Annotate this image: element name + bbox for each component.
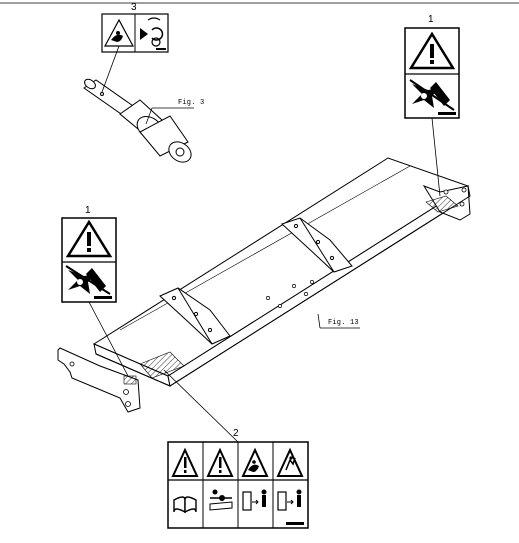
warning-triangle-icon (408, 31, 456, 70)
callout-1-left: 1 (85, 205, 91, 216)
leader-lines (88, 45, 441, 443)
callout-1-top: 1 (428, 14, 434, 25)
entanglement-hazard-icon (241, 447, 269, 477)
figure-ref-fig13: Fig. 13 (328, 319, 359, 327)
decal-1-left (61, 217, 117, 303)
decal-1-top (404, 27, 460, 119)
surface-holes (266, 280, 314, 308)
mounting-holes (69, 187, 467, 407)
read-manual-icon (173, 496, 197, 514)
decal-2 (167, 441, 309, 529)
pto-shaft-icon (209, 489, 233, 511)
warning-triangle-icon (206, 447, 234, 477)
warning-triangle-icon (65, 219, 113, 258)
bracket-2 (281, 217, 353, 273)
decal-area-right (425, 195, 459, 213)
decal-small-left (123, 375, 137, 385)
rotating-fan-hand-hazard-icon (65, 265, 111, 295)
rotating-fan-hand-hazard-icon (409, 79, 455, 111)
pto-rotation-icon (140, 17, 164, 47)
keep-distance-person-icon (242, 489, 267, 511)
decal-area-left (139, 351, 185, 379)
frame-beam (57, 157, 471, 413)
warning-triangle-icon (171, 447, 199, 477)
falling-hazard-icon (276, 447, 304, 477)
bracket-1 (159, 287, 231, 345)
figure-ref-fig3: Fig. 3 (178, 99, 205, 107)
callout-3: 3 (131, 2, 137, 13)
decal-3 (101, 13, 169, 53)
callout-2: 2 (233, 428, 239, 439)
keep-distance-person-icon (277, 489, 302, 511)
pto-shaft (83, 78, 192, 163)
